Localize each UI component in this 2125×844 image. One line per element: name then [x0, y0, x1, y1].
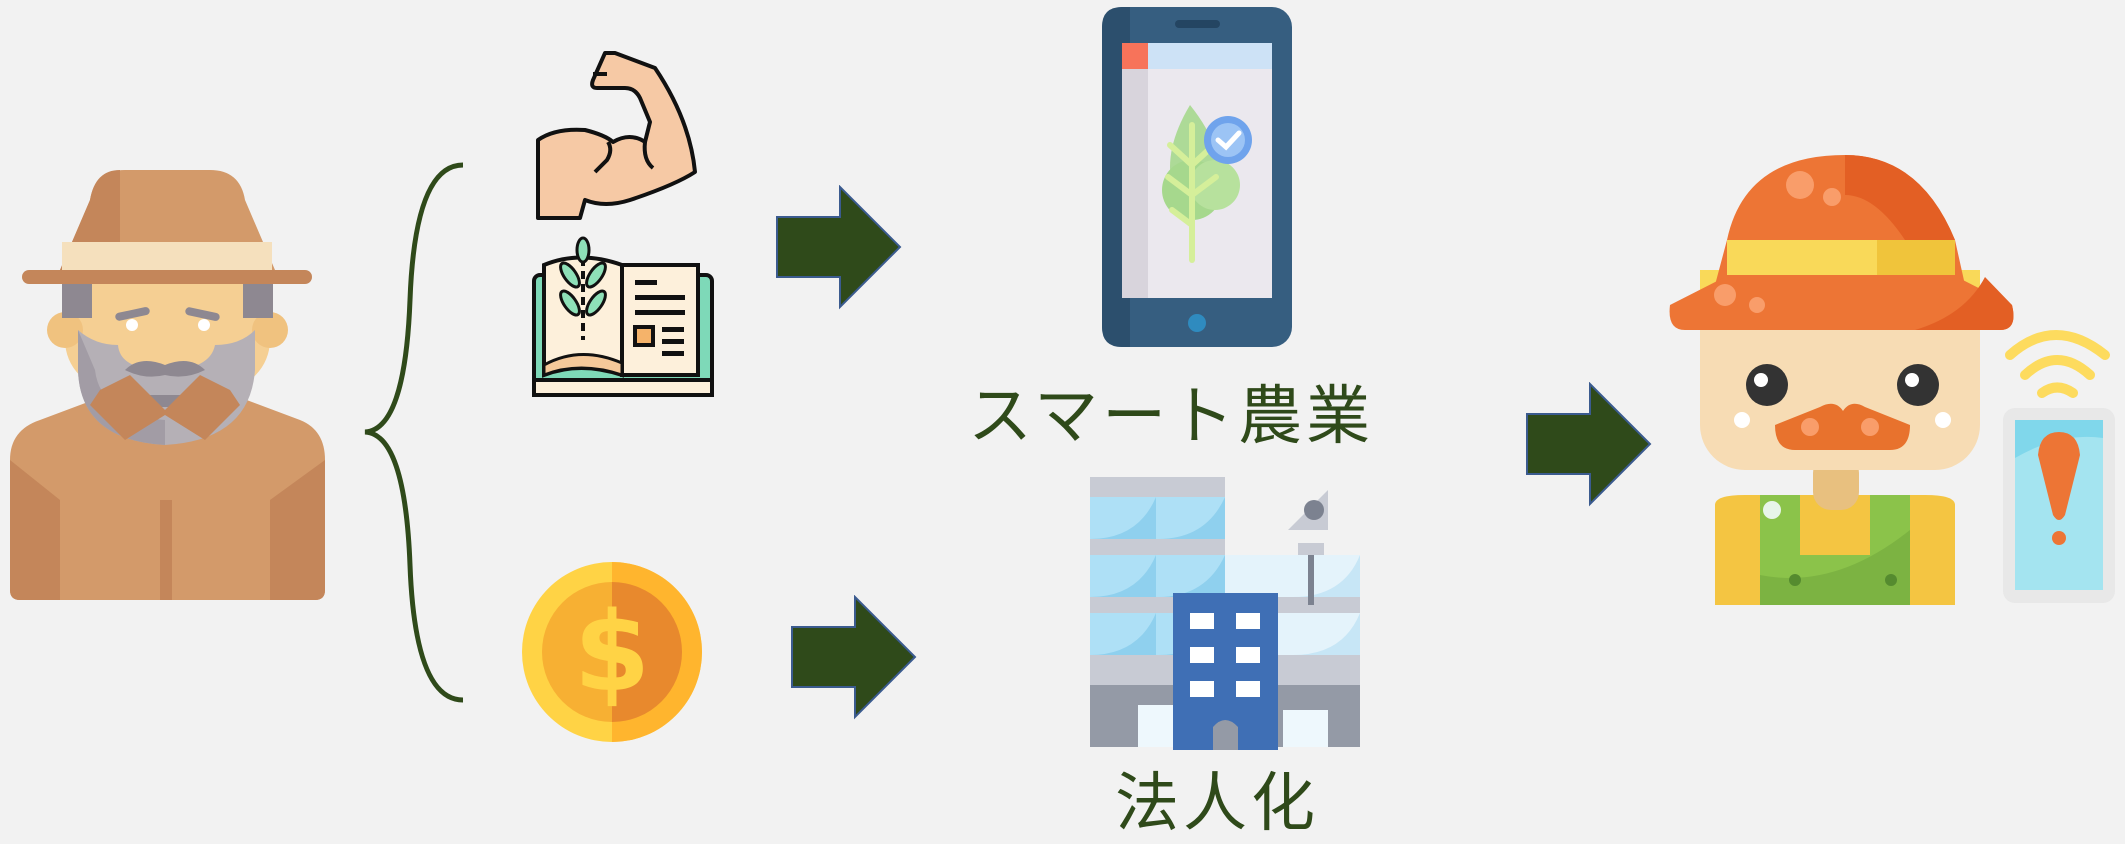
smart-agriculture-phone-icon [1102, 7, 1292, 347]
arrow-to-smart-agriculture [776, 185, 902, 310]
dollar-coin-icon: $ [522, 562, 702, 742]
arrow-to-young-farmer [1526, 382, 1652, 507]
flexed-arm-icon [536, 51, 697, 220]
incorporation-label: 法人化 [1115, 767, 1319, 841]
phone-alert-icon [2003, 330, 2115, 603]
young-farmer-icon [1669, 155, 2014, 605]
svg-text:$: $ [574, 588, 651, 716]
grouping-brace [364, 162, 464, 703]
old-farmer-icon [10, 170, 325, 600]
smart-agriculture-label: スマート農業 [968, 380, 1375, 454]
agriculture-book-icon [532, 236, 714, 397]
corporate-building-icon [1090, 477, 1360, 750]
arrow-to-incorporation [791, 595, 917, 720]
